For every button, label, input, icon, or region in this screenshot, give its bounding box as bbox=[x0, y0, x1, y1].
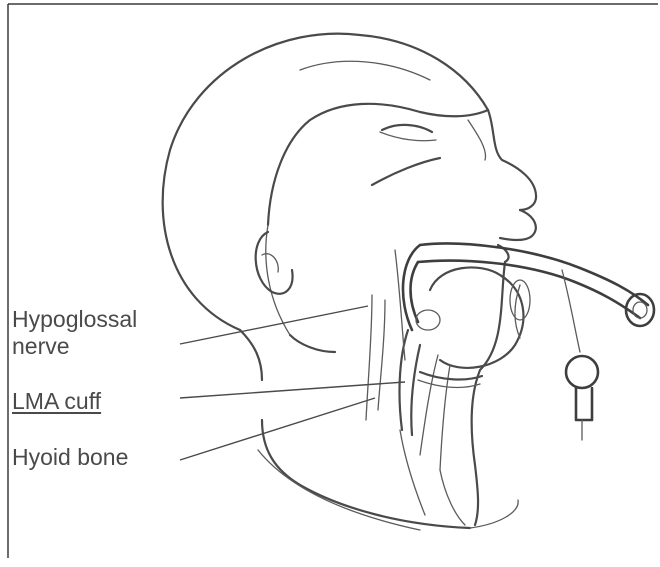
hyoid-bone-leader-line bbox=[180, 398, 375, 460]
hypoglossal-nerve-label: Hypoglossal nerve bbox=[12, 306, 137, 360]
ear bbox=[256, 232, 293, 294]
hypoglossal-label-line2: nerve bbox=[12, 333, 137, 360]
hypoglossal-label-line1: Hypoglossal bbox=[12, 306, 137, 333]
eye bbox=[372, 120, 486, 185]
lma-cuff-label: LMA cuff bbox=[12, 388, 101, 415]
hyoid-bone bbox=[418, 372, 482, 387]
lma-cuff-leader-line bbox=[180, 382, 405, 398]
hyoid-bone-label: Hyoid bone bbox=[12, 444, 128, 471]
lma-tube bbox=[403, 244, 654, 440]
head-cap bbox=[163, 34, 488, 335]
face-profile bbox=[488, 110, 536, 262]
